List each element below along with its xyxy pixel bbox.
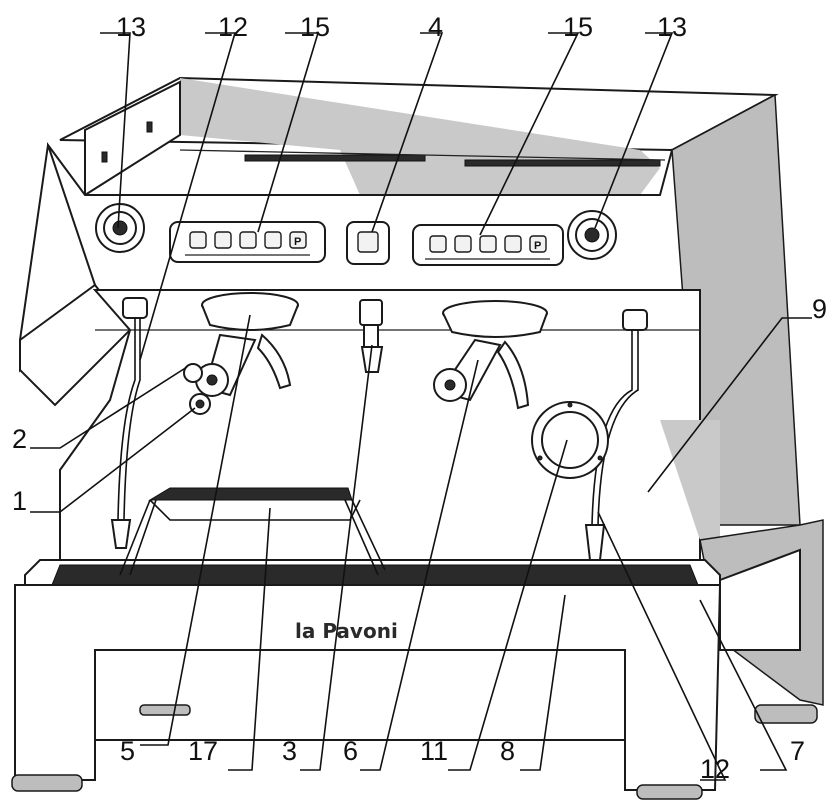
right-recess-shade: [660, 420, 720, 540]
keypad-left-button-3[interactable]: [239, 231, 257, 249]
keypad-right-button-1[interactable]: [429, 235, 447, 253]
steam-wand-right[interactable]: [584, 309, 648, 561]
keypad-right-button-2[interactable]: [454, 235, 472, 253]
screw-1: [101, 151, 108, 163]
foot-rear-left: [139, 704, 191, 716]
callout-12-top: 12: [218, 12, 248, 42]
group-head-left: [201, 292, 299, 331]
leader-13-left: [100, 32, 131, 229]
leader-8: [520, 594, 566, 771]
leader-7: [699, 599, 788, 771]
leader-15-left: [257, 32, 320, 233]
callout-7: 7: [790, 736, 805, 766]
keypad-left-button-1[interactable]: [189, 231, 207, 249]
leader-15-right: [479, 32, 580, 236]
leader-12-top: [139, 32, 237, 361]
control-buttons-left[interactable]: [183, 363, 211, 415]
callout-3: 3: [282, 736, 297, 766]
callout-12-bottom: 12: [700, 754, 730, 784]
leader-13-right: [594, 32, 674, 229]
callout-17: 17: [188, 736, 218, 766]
foot-rear-right: [754, 704, 818, 724]
keypad-right-button-p[interactable]: [529, 235, 547, 253]
leader-4: [371, 32, 444, 233]
keypad-center: [346, 221, 390, 265]
keypad-right-p-label: P: [534, 240, 541, 252]
keypad-left: P: [169, 221, 326, 263]
cup-stand: [119, 487, 386, 576]
right-lower-box: [719, 548, 801, 651]
portafilter-left[interactable]: [195, 333, 292, 397]
pressure-gauge: [531, 401, 609, 479]
left-wing-lower: [19, 283, 132, 407]
callout-2: 2: [12, 424, 27, 454]
leader-6: [360, 359, 479, 771]
group-head-right: [442, 300, 548, 338]
keypad-left-p-label: P: [294, 236, 301, 248]
callout-9: 9: [812, 294, 827, 324]
brand-logo: la Pavoni: [295, 619, 398, 643]
keypad-right-button-3[interactable]: [479, 235, 497, 253]
screw-2: [146, 121, 153, 133]
leader-lines: [30, 32, 812, 781]
hot-water-button[interactable]: [357, 231, 379, 253]
foot-front-right: [636, 784, 703, 800]
keypad-left-button-p[interactable]: [289, 231, 307, 249]
callout-labels: 13 12 15 4 15 13 9 2 1 5 17 3 6 11 8 12 …: [12, 12, 827, 784]
leader-12-bottom: [597, 511, 727, 781]
cup-warmer-edge: [179, 149, 666, 161]
steam-knob-right[interactable]: [567, 210, 617, 260]
cup-warmer-slot-right: [464, 159, 661, 167]
leader-17: [228, 507, 271, 771]
base-opening: [94, 649, 626, 741]
callout-13-right: 13: [657, 12, 687, 42]
leader-3: [300, 344, 373, 771]
keypad-left-button-4[interactable]: [264, 231, 282, 249]
callout-15-right: 15: [563, 12, 593, 42]
steam-wand-left[interactable]: [110, 297, 148, 549]
machine-body: la Pavoni: [11, 76, 824, 800]
foot-front-left: [11, 774, 83, 792]
callout-1: 1: [12, 486, 27, 516]
steam-knob-left[interactable]: [95, 203, 145, 253]
callout-13-left: 13: [116, 12, 146, 42]
cup-warmer-slot-left: [244, 154, 426, 162]
leader-1: [30, 407, 196, 513]
callout-15-left: 15: [300, 12, 330, 42]
leader-11: [448, 439, 568, 771]
keypad-right: P: [412, 224, 564, 266]
hot-water-outlet: [359, 299, 384, 373]
left-upper-panel: [84, 80, 181, 197]
leader-2: [30, 366, 188, 449]
callout-11: 11: [420, 736, 448, 766]
leader-5: [140, 314, 251, 746]
callout-5: 5: [120, 736, 135, 766]
callout-8: 8: [500, 736, 515, 766]
keypad-left-button-2[interactable]: [214, 231, 232, 249]
callout-6: 6: [343, 736, 358, 766]
leader-9: [647, 317, 812, 493]
keypad-right-button-4[interactable]: [504, 235, 522, 253]
portafilter-right[interactable]: [433, 338, 530, 410]
callout-4: 4: [428, 12, 443, 42]
